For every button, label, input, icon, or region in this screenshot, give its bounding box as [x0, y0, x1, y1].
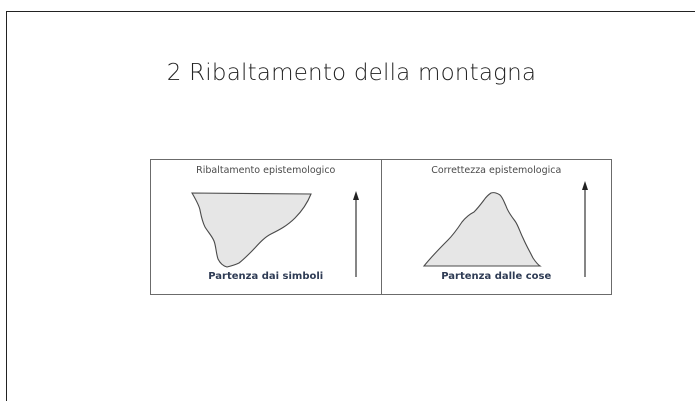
right-panel-drawing	[422, 181, 588, 277]
up-arrow-icon	[581, 181, 588, 277]
left-panel: Ribaltamento epistemologico Partenza dai…	[151, 160, 381, 294]
left-panel-title: Ribaltamento epistemologico	[196, 165, 336, 176]
up-arrow-icon	[353, 191, 359, 277]
slide-title: 2 Ribaltamento della montagna	[166, 60, 537, 86]
left-panel-caption: Partenza dai simboli	[208, 271, 324, 282]
mountain-figure: Ribaltamento epistemologico Partenza dai…	[150, 159, 612, 295]
right-panel: Correttezza epistemologica Partenza dall…	[380, 160, 612, 294]
right-panel-caption: Partenza dalle cose	[441, 271, 552, 282]
left-panel-drawing	[191, 191, 359, 277]
inverted-mountain-icon	[191, 192, 312, 268]
mountain-icon	[422, 192, 542, 267]
slide: 2 Ribaltamento della montagna Ribaltamen…	[6, 11, 695, 401]
right-panel-title: Correttezza epistemologica	[431, 165, 562, 176]
